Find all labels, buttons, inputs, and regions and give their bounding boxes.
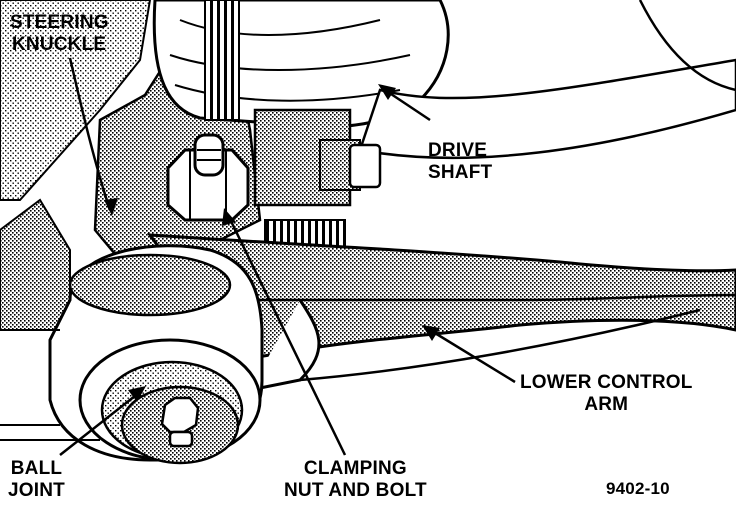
body-panel bbox=[0, 0, 152, 201]
bolt-stud bbox=[193, 133, 225, 177]
leader-clamping-nut bbox=[222, 208, 347, 456]
label-lower-control-arm: LOWER CONTROL ARM bbox=[520, 372, 693, 415]
bolt-head bbox=[348, 143, 382, 189]
leader-steering-knuckle bbox=[68, 57, 118, 216]
label-steering-knuckle: STEERING KNUCKLE bbox=[10, 12, 109, 55]
label-clamping-nut-and-bolt: CLAMPING NUT AND BOLT bbox=[284, 458, 427, 501]
boot-clamp bbox=[204, 0, 240, 121]
leader-drive-shaft bbox=[378, 84, 431, 122]
label-drive-shaft: DRIVE SHAFT bbox=[428, 140, 493, 183]
label-ball-joint: BALL JOINT bbox=[8, 458, 65, 501]
figure-number: 9402-10 bbox=[606, 479, 670, 498]
leader-lower-control-arm bbox=[422, 325, 516, 384]
drive-shaft-outline bbox=[358, 58, 736, 160]
leader-ball-joint bbox=[59, 386, 146, 456]
ball-joint-nut bbox=[160, 396, 200, 434]
strut-shadow bbox=[0, 198, 71, 331]
